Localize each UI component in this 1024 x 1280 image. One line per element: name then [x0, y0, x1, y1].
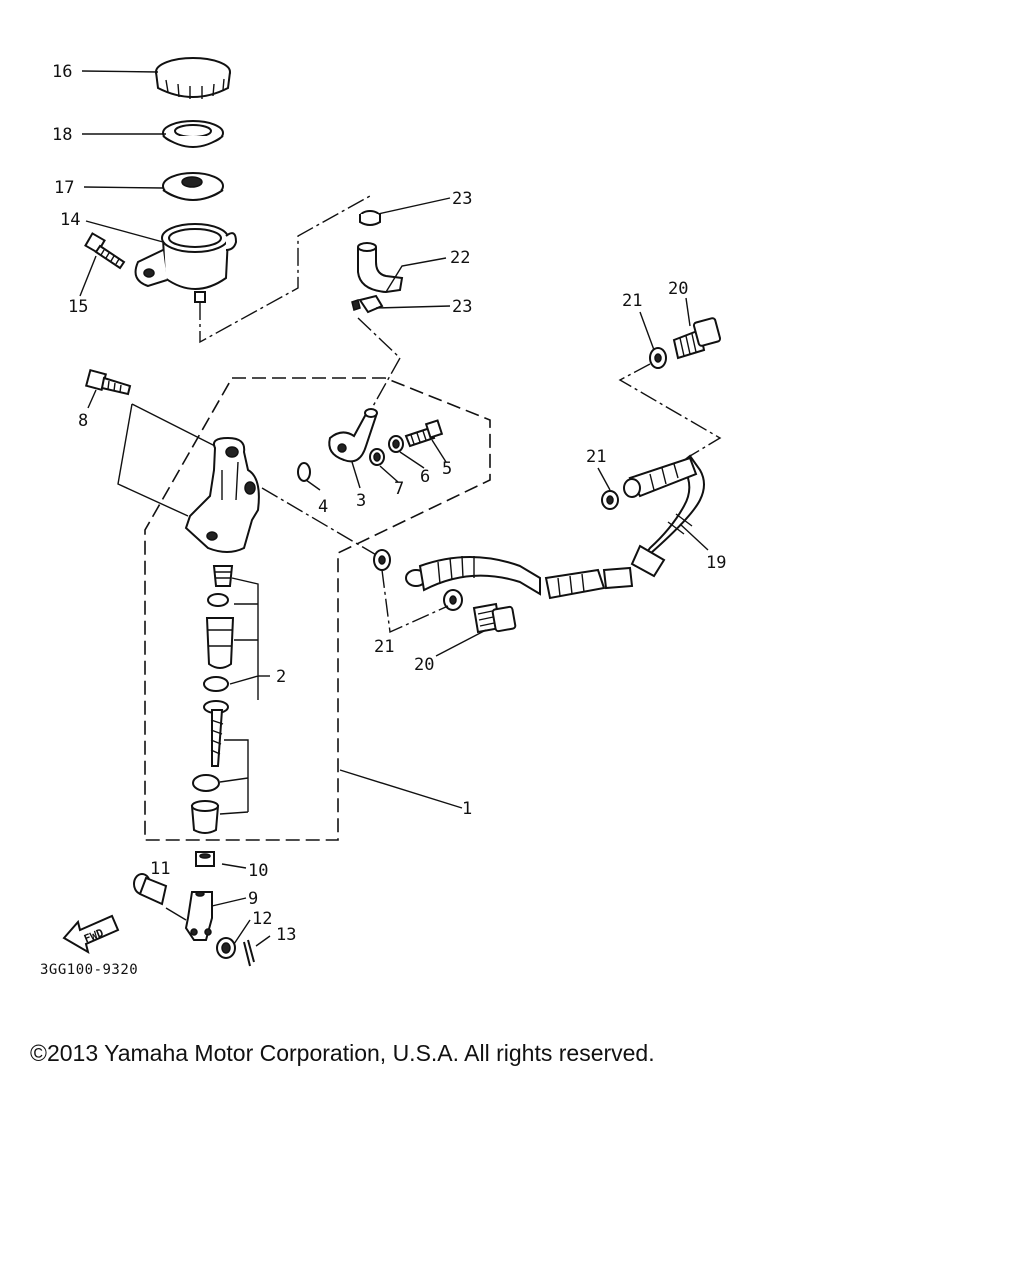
callout-21-middle: 21	[586, 447, 606, 467]
washer-part-7	[369, 448, 385, 466]
reservoir-bolt-part	[84, 232, 126, 270]
callout-17: 17	[54, 178, 74, 198]
callout-3: 3	[356, 491, 366, 511]
screw-part-5	[404, 419, 444, 448]
diaphragm-holder-part	[162, 120, 224, 148]
hose-routing-left	[261, 487, 379, 557]
copyright-notice: ©2013 Yamaha Motor Corporation, U.S.A. A…	[30, 1040, 655, 1066]
hose-joint-part	[328, 408, 378, 463]
callout-7: 7	[394, 479, 404, 499]
clevis-pin-part	[133, 873, 168, 906]
clevis-part	[184, 891, 213, 941]
callout-14: 14	[60, 210, 80, 230]
callout-12: 12	[252, 909, 272, 929]
washer-part-21-lower	[443, 589, 463, 611]
mount-bolt-part	[84, 368, 132, 396]
union-bolt-upper-part	[672, 317, 722, 360]
catalog-code: 3GG100-9320	[40, 962, 139, 978]
washer-part-21-upper-left	[373, 549, 391, 571]
callout-19: 19	[706, 553, 726, 573]
callout-5: 5	[442, 459, 452, 479]
callout-11: 11	[150, 859, 170, 879]
brake-hose-part	[405, 454, 705, 600]
callout-20-top-right: 20	[668, 279, 688, 299]
callout-20-lower: 20	[414, 655, 434, 675]
washer-part-21-top-right	[649, 347, 667, 369]
callout-23-lower: 23	[452, 297, 472, 317]
master-cylinder-assembly-outline	[144, 377, 491, 841]
callout-6: 6	[420, 467, 430, 487]
nut-part	[195, 851, 215, 867]
callout-1: 1	[462, 799, 472, 819]
hose-routing-lower	[381, 569, 449, 634]
reservoir-cap-part	[155, 57, 231, 99]
callout-2: 2	[276, 667, 286, 687]
callout-9: 9	[248, 889, 258, 909]
cotter-pin-part	[243, 939, 255, 967]
reservoir-tank-part	[134, 223, 238, 303]
piston-kit-part	[190, 565, 235, 834]
washer-part-12	[216, 937, 236, 959]
washer-part-6	[388, 435, 404, 453]
diaphragm-part	[162, 172, 224, 201]
callout-13: 13	[276, 925, 296, 945]
callout-10: 10	[248, 861, 268, 881]
washer-part-21-middle	[601, 490, 619, 510]
callout-21-top-right: 21	[622, 291, 642, 311]
hose-routing-line	[199, 195, 371, 344]
callout-15: 15	[68, 297, 88, 317]
hose-routing-upper-right	[618, 363, 722, 457]
callout-4: 4	[318, 497, 328, 517]
exploded-parts-diagram: FWD	[52, 57, 726, 967]
union-bolt-lower-part	[472, 602, 517, 634]
callout-23-upper: 23	[452, 189, 472, 209]
master-cylinder-body-part	[184, 436, 260, 553]
callout-21-lower: 21	[374, 637, 394, 657]
reservoir-hose-part	[351, 210, 404, 314]
callout-22: 22	[450, 248, 470, 268]
fwd-arrow-icon: FWD	[62, 914, 120, 955]
callout-8: 8	[78, 411, 88, 431]
callout-18: 18	[52, 125, 72, 145]
hose-routing-line-lower	[357, 317, 401, 409]
callout-16: 16	[52, 62, 72, 82]
o-ring-part	[297, 462, 311, 482]
piston-kit-bracket	[219, 577, 259, 815]
